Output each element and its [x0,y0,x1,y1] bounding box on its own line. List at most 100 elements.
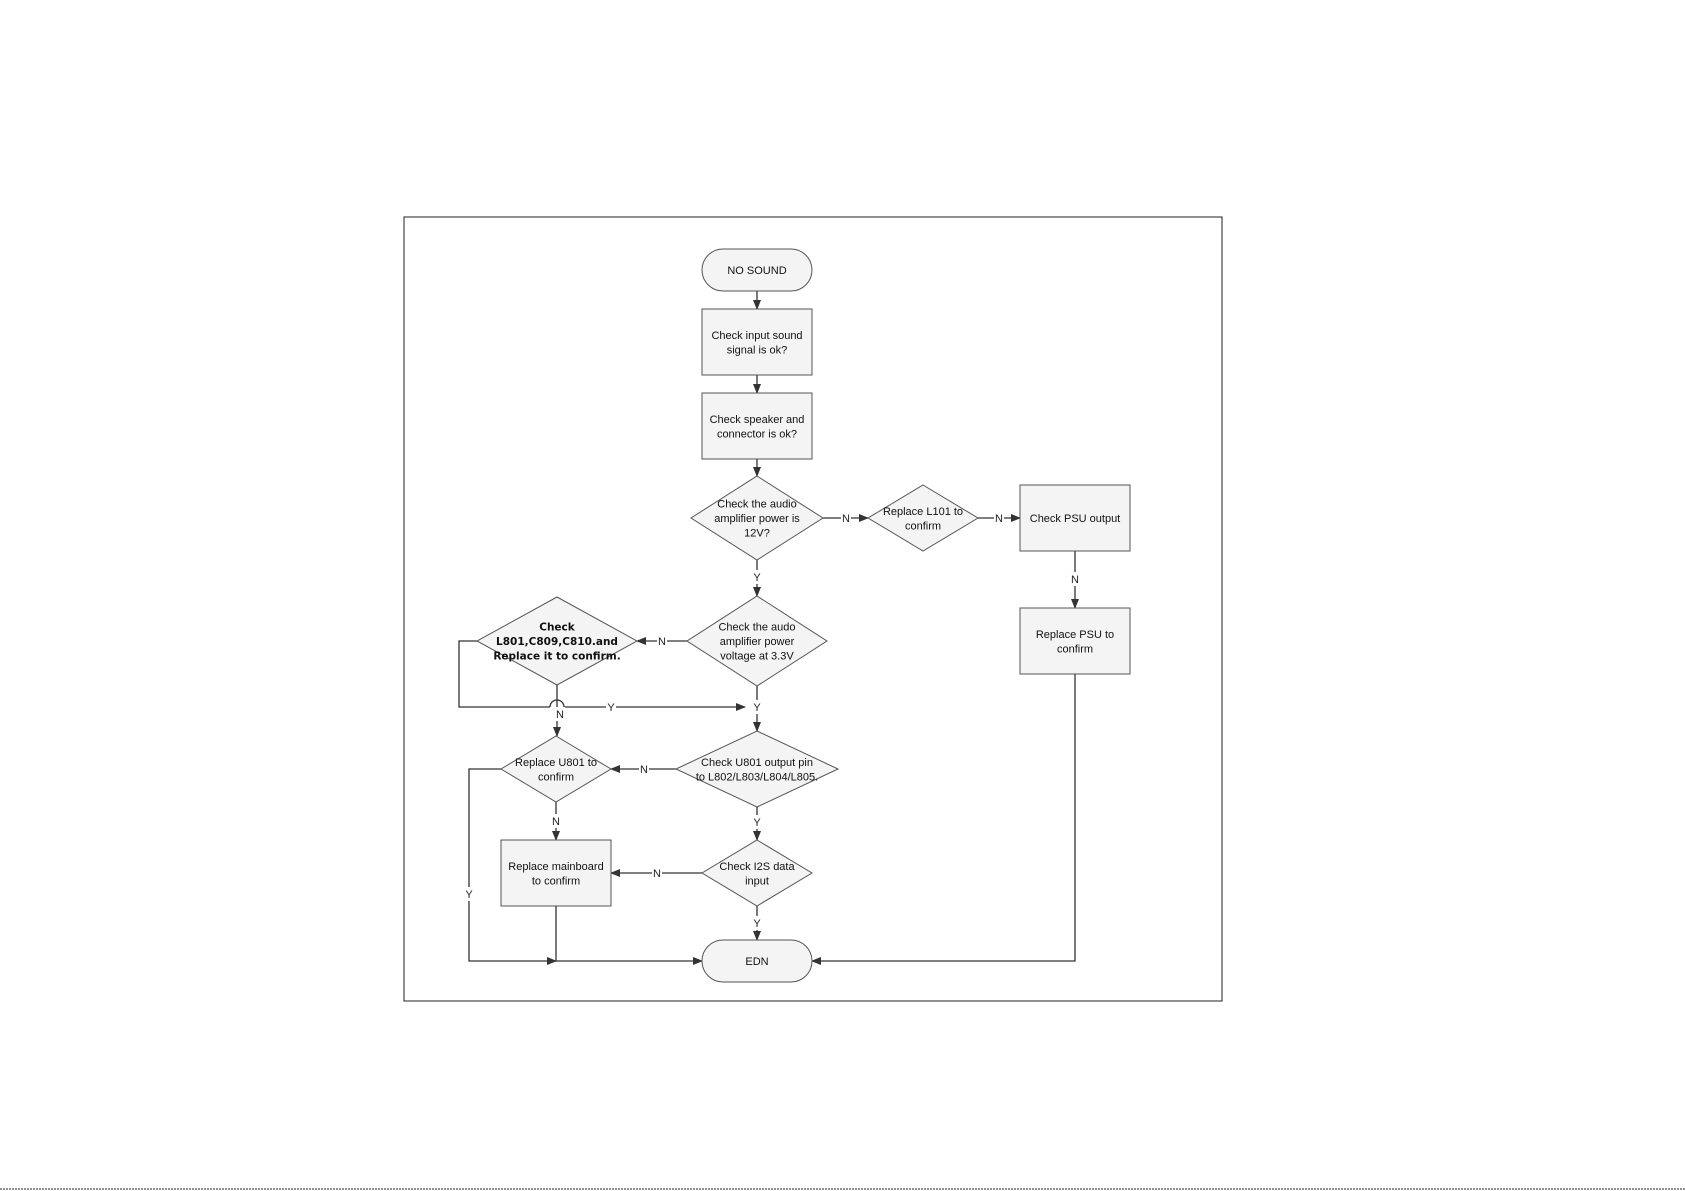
edge-label-background [994,511,1004,525]
process-box [701,392,813,460]
node-label-line: to L802/L803/L804/L805. [696,771,818,783]
edge-label-text: Y [465,889,473,901]
node-label-line: EDN [745,956,768,968]
node-check-psu: Check PSU output [1019,484,1131,552]
edge-label-n-l101-to-psu: N [994,511,1004,525]
edge-label-n-12v-to-l101: N [841,511,851,525]
node-replace-mainboard: Replace mainboard to confirm [500,839,612,907]
terminal-shape [701,248,813,292]
node-label-line: to confirm [532,875,580,887]
edge-label-n-pin-to-u801: N [639,762,649,776]
node-label-line: Check input sound [711,330,802,342]
edge-label-text: Y [753,572,761,584]
edge-label-text: N [658,636,666,648]
flowchart-edges [458,291,1079,965]
edge-label-text: N [653,868,661,880]
edge-label-background [752,570,762,584]
process-box [1019,607,1131,675]
terminal-shape [701,939,813,983]
diagram-frame [403,216,1223,1002]
node-label-line: voltage at 3.3V [720,651,794,663]
node-label-line: amplifier power is [714,513,800,525]
node-label-line: Check speaker and [710,414,805,426]
node-replace-u801: Replace U801 to confirm [500,735,612,803]
edge-label-background [639,762,649,776]
node-check-12v: Check the audio amplifier power is 12V? [690,475,824,561]
node-label-line: Check PSU output [1030,513,1121,525]
edge-label-y-pin-to-i2s: Y [752,815,762,829]
edge-label-text: N [552,816,560,828]
node-label-line: Check the audo [718,622,795,634]
edge-label-background [752,700,762,714]
edge-label-y-3v3-to-pin: Y [752,700,762,714]
node-label-line: NO SOUND [727,265,786,277]
edge-label-text: N [842,513,850,525]
edge-label-n-i2s-to-mainboard: N [652,866,662,880]
decision-diamond [701,839,813,907]
edge-label-n-psu-to-replace: N [1070,572,1080,586]
edge-replace-psu-to-end [811,674,1076,965]
decision-diamond [690,475,824,561]
edge-label-background [752,815,762,829]
edge-label-n-u801-to-mainboard: N [551,814,561,828]
node-label-line: confirm [538,771,574,783]
edge-label-text: Y [753,702,761,714]
node-label-line: Check [539,622,576,634]
edge-label-y-u801-to-end: Y [464,887,474,901]
node-label-line: connector is ok? [717,428,797,440]
node-replace-l101: Replace L101 to confirm [867,484,979,552]
edge-label-text: N [995,513,1003,525]
node-label-line: L801,C809,C810.and [496,636,618,648]
process-box [500,839,612,907]
node-check-speaker: Check speaker and connector is ok? [701,392,813,460]
node-label-line: Check I2S data [719,861,795,873]
edge-label-background [657,634,667,648]
node-check-input: Check input sound signal is ok? [701,308,813,376]
node-label-line: Replace mainboard [508,861,603,873]
node-label-line: Check U801 output pin [701,757,813,769]
node-label-line: 12V? [744,528,770,540]
node-label-line: input [745,875,769,887]
edge-label-text: N [1071,574,1079,586]
node-label-line: Replace PSU to [1036,629,1114,641]
node-label-line: Replace L101 to [883,506,963,518]
edge-label-text: Y [753,817,761,829]
edge-label-background [606,700,616,714]
node-check-3v3: Check the audo amplifier power voltage at … [686,595,828,687]
decision-diamond [867,484,979,552]
node-label-line: confirm [1057,643,1093,655]
node-label-line: amplifier power [720,636,795,648]
edge-label-y-i2s-to-end: Y [752,916,762,930]
edge-label-background [652,866,662,880]
edge-label-text: N [640,764,648,776]
decision-diamond [674,730,840,808]
decision-diamond [475,596,639,686]
node-start: NO SOUND [701,248,813,292]
node-label-line: Replace U801 to [515,757,597,769]
edge-label-text: Y [753,918,761,930]
edge-l801-loop [458,640,550,708]
edge-mainboard-to-end [555,906,703,965]
process-box [701,308,813,376]
decision-diamond [500,735,612,803]
node-label-line: Check the audio [717,499,797,511]
edge-label-background [555,707,565,721]
node-label-line: signal is ok? [727,344,788,356]
edge-label-y-12v-to-3v3: Y [752,570,762,584]
edge-label-background [551,814,561,828]
node-label-line: Replace it to confirm. [493,651,620,663]
node-replace-psu: Replace PSU to confirm [1019,607,1131,675]
edge-label-background [752,916,762,930]
node-label-line: confirm [905,520,941,532]
edge-u801-to-end [468,768,557,965]
node-check-u801-pin: Check U801 output pin to L802/L803/L804/L… [674,730,840,808]
edge-label-background [1070,572,1080,586]
edge-label-n-3v3-to-l801: N [657,634,667,648]
edge-label-background [841,511,851,525]
process-box [1019,484,1131,552]
decision-diamond [686,595,828,687]
edge-label-n-l801-to-u801: N [555,707,565,721]
